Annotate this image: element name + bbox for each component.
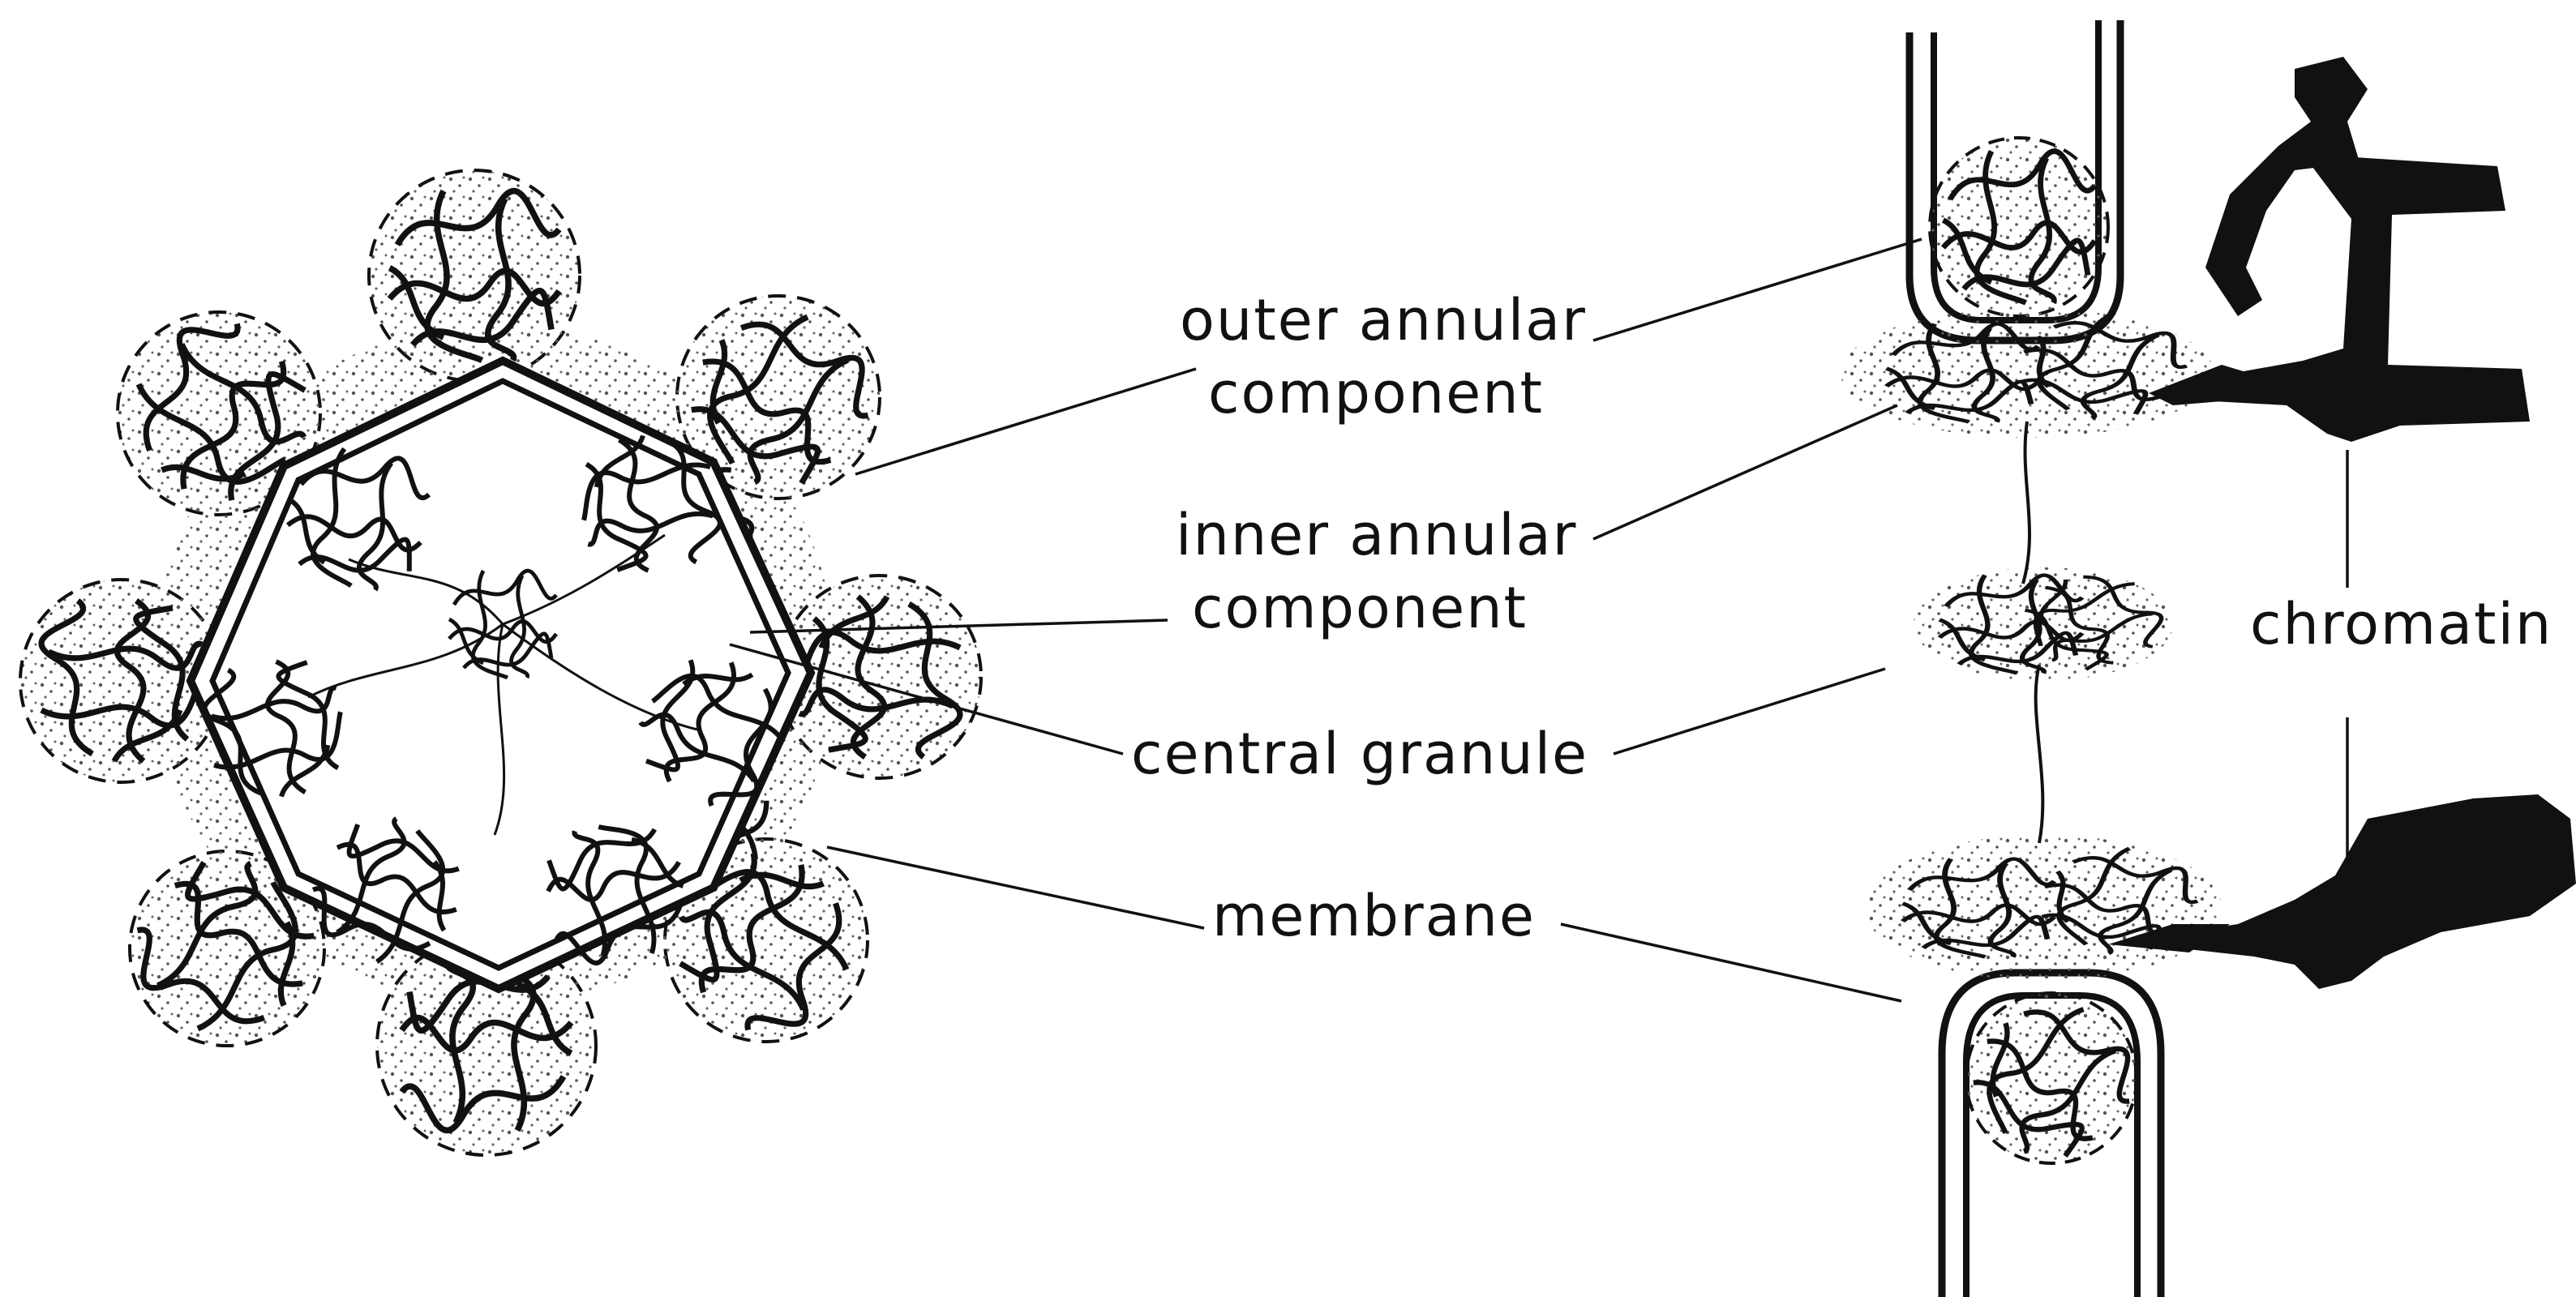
label-membrane: membrane — [1212, 888, 1536, 944]
pore-face-view — [20, 170, 981, 1155]
label-outer-annular-line1: outer annular — [1180, 292, 1587, 349]
label-outer-annular-line2: component — [1208, 365, 1544, 422]
label-central-granule: central granule — [1131, 726, 1588, 782]
chromatin-masses — [2108, 57, 2576, 989]
label-inner-annular-line1: inner annular — [1176, 507, 1577, 563]
label-inner-annular-line2: component — [1192, 580, 1528, 636]
pore-side-view — [1841, 20, 2576, 1297]
label-chromatin: chromatin — [2250, 596, 2552, 653]
